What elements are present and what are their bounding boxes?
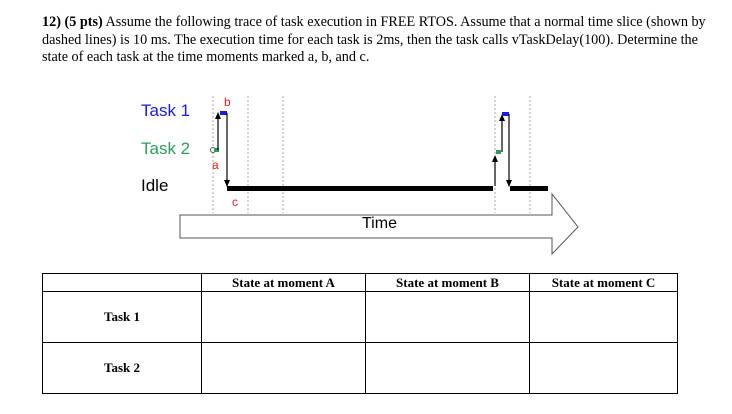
- header-moment-b: State at moment B: [365, 273, 530, 292]
- row-label-task2: Task 2: [42, 342, 202, 394]
- time-slice-lines: [212, 96, 531, 213]
- row-label-idle: Idle: [141, 176, 169, 195]
- cell-task2-c[interactable]: [529, 342, 678, 394]
- marker-a: a: [212, 158, 219, 172]
- time-axis-label: Time: [362, 215, 397, 232]
- state-table: State at moment A State at moment B Stat…: [42, 273, 678, 394]
- cell-task1-c[interactable]: [529, 291, 678, 343]
- cell-task1-a[interactable]: [201, 291, 366, 343]
- header-empty: [42, 273, 202, 292]
- question-text: 12) (5 pts) Assume the following trace o…: [42, 14, 722, 67]
- table-row: Task 2: [42, 342, 678, 394]
- marker-b: b: [224, 95, 231, 109]
- marker-c: c: [232, 195, 238, 209]
- table-row: Task 1: [42, 291, 678, 343]
- row-label-task2: Task 2: [141, 139, 191, 158]
- cell-task1-b[interactable]: [365, 291, 530, 343]
- question-body: Assume the following trace of task execu…: [42, 14, 706, 65]
- question-number: 12): [42, 14, 61, 30]
- row-label-task1: Task 1: [141, 101, 191, 120]
- task-trace-diagram: Task 1 Task 2 Idle b a c Time: [141, 95, 579, 256]
- header-moment-a: State at moment A: [201, 273, 366, 292]
- table-header-row: State at moment A State at moment B Stat…: [42, 273, 678, 292]
- question-points: (5 pts): [64, 14, 103, 30]
- cell-task2-a[interactable]: [201, 342, 366, 394]
- header-moment-c: State at moment C: [529, 273, 678, 292]
- cell-task2-b[interactable]: [365, 342, 530, 394]
- row-label-task1: Task 1: [42, 291, 202, 343]
- trace-svg: [179, 96, 579, 256]
- time-arrow: [179, 192, 579, 256]
